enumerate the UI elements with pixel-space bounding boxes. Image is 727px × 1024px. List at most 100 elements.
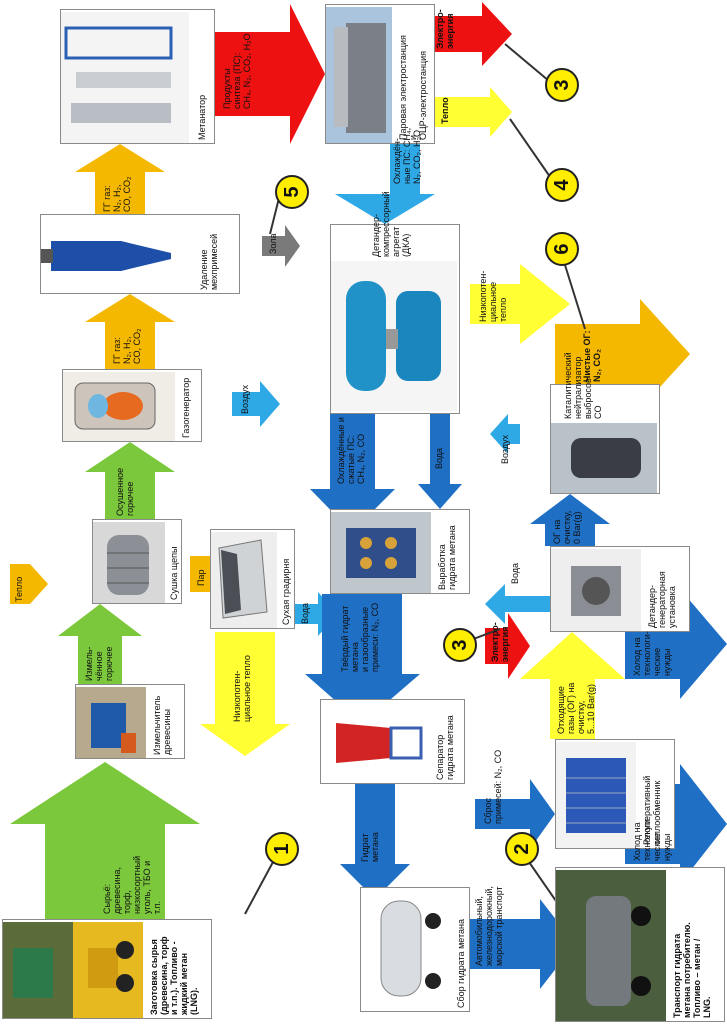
- arrow-compressed-ps: [310, 414, 395, 532]
- arrow-cooled-ps: [335, 129, 435, 224]
- separator-caption: Сепаратор гидрата метана: [435, 715, 455, 780]
- catalyst-caption: Каталитический нейтрализатор выбросов CO: [563, 352, 603, 419]
- power-plant-photo: [326, 7, 392, 143]
- cyclone-caption: Удаление мехпримесей: [199, 233, 219, 290]
- drycooler-photo: [211, 532, 277, 628]
- label-electricity-1: Электро- энергия: [435, 9, 455, 49]
- transport-caption: Транспорт гидрата метана потребителю. То…: [672, 922, 712, 1018]
- card-harvest: Заготовка сырья (древесина, торф и т.п.)…: [2, 919, 212, 1019]
- label-air-2: Воздух: [500, 434, 510, 464]
- label-compressed-ps: Охлаждённые и сжатые ПС: CH₄, N₂, CO: [336, 417, 366, 484]
- label-synthesis-products: Продукты синтеза (ПС): CH₄, N₂, CO₂, H₂O: [222, 33, 252, 109]
- card-expander: Детандер- генераторная установка: [550, 546, 690, 632]
- dka-caption: Детандер-компрессорный агрегат (ДКА): [371, 191, 411, 257]
- hydrate-maker-photo: [331, 512, 431, 593]
- marker-1: 1: [265, 832, 299, 866]
- label-cold-2: Холод на технологи- ческие нужды: [632, 816, 672, 861]
- label-transport-modes: Автомобильный, железнодорожный, морской …: [474, 886, 504, 966]
- label-heat-1: Тепло: [440, 97, 450, 124]
- card-hydrate-maker: Выработка гидрата метана: [330, 509, 470, 594]
- marker-6: 6: [545, 232, 579, 266]
- drycooler-caption: Сухая градирня: [281, 558, 291, 625]
- label-heat-2: Тепло: [14, 576, 24, 602]
- label-lowpot-heat-1: Низкопотен- циальное тепло: [232, 655, 252, 722]
- recuperator-photo: [556, 742, 636, 848]
- dryer-caption: Сушка щепы: [169, 546, 179, 600]
- arrow-solid-hydrate: [305, 594, 420, 724]
- card-gasifier: Газогенератор: [62, 369, 202, 442]
- harvest-caption: Заготовка сырья (древесина, торф и т.п.)…: [149, 936, 199, 1015]
- card-transport: Транспорт гидрата метана потребителю. То…: [555, 867, 725, 1022]
- label-electricity-2: Электро- энергия: [490, 622, 510, 662]
- label-crushed-fuel: Измель- чённое горючее: [84, 646, 114, 681]
- arrow-lowpot-heat-1: [200, 632, 290, 756]
- label-raw-material: Сырьё: древесина, торф, низкосортный уго…: [102, 855, 162, 914]
- label-cooled-ps: Охлаждён- ные ПС: CH₄, N₂, CO₂, H₂O: [392, 127, 422, 184]
- card-collection: Сбор гидрата метана: [360, 887, 470, 1012]
- arrow-dried-fuel: [85, 442, 175, 519]
- label-methane-hydrate: Гидрат метана: [360, 832, 380, 862]
- card-chipper: Измельчитель древесины: [75, 684, 185, 759]
- gasifier-photo: [63, 372, 175, 441]
- arrow-crushed-fuel: [58, 604, 142, 684]
- arrow-methane-hydrate: [340, 784, 410, 899]
- card-separator: Сепаратор гидрата метана: [320, 699, 465, 784]
- label-gg-gas-2: ГГ газ: N₂, H₂, CO, CO₂: [102, 176, 132, 213]
- card-drycooler: Сухая градирня: [210, 529, 295, 629]
- transport-photo: [556, 870, 666, 1021]
- arrow-gg-gas-2: [75, 144, 165, 216]
- marker-2: 2: [505, 832, 539, 866]
- arrow-gg-gas-1: [85, 294, 175, 369]
- cyclone-photo: [41, 217, 191, 293]
- arrow-lowpot-heat-2: [470, 264, 570, 344]
- label-solid-hydrate: Твёрдый гидрат метана и газообразные при…: [340, 602, 380, 672]
- label-cold-1: Холод на технологи- ческие нужды: [632, 631, 672, 676]
- arrow-exhaust-gases: [520, 632, 625, 739]
- arrow-heat-1: [425, 87, 512, 137]
- label-ash: Зола: [268, 233, 278, 254]
- expander-caption: Детандер- генераторная установка: [647, 571, 677, 628]
- label-lowpot-heat-2: Низкопотен- циальное тепло: [478, 270, 508, 322]
- chipper-photo: [76, 687, 146, 758]
- marker-5: 5: [275, 175, 309, 209]
- arrow-air-1: [232, 381, 280, 427]
- label-dried-fuel: Осушенное горючее: [115, 467, 135, 516]
- methanator-photo: [61, 12, 189, 143]
- label-gg-gas-1: ГГ газ: N₂, H₂, CO, CO₂: [112, 328, 142, 365]
- label-water-2: Вода: [434, 447, 444, 469]
- card-power-plant: Паровая электростанция и ОЦР-электростан…: [325, 4, 435, 144]
- card-dka: Детандер-компрессорный агрегат (ДКА): [330, 191, 460, 414]
- dka-photo: [331, 261, 457, 411]
- label-og-cleaning: ОГ на очистку, 0 Bar(g): [552, 510, 582, 544]
- card-cyclone: Удаление мехпримесей: [40, 214, 240, 294]
- label-air-1: Воздух: [240, 384, 250, 414]
- label-water-3: Вода: [510, 562, 520, 584]
- methanator-caption: Метанатор: [197, 94, 207, 140]
- pointer-line-4: [509, 118, 556, 185]
- arrow-synthesis-products: [210, 4, 325, 144]
- arrow-heat-2: [10, 564, 48, 604]
- arrow-air-2: [490, 414, 520, 454]
- arrow-og-cleaning: [530, 494, 610, 546]
- label-exhaust-gases: Отходящие газы (ОГ) на очистку, 5...10 B…: [556, 682, 596, 734]
- catalyst-photo: [551, 423, 657, 493]
- arrow-ash: [262, 225, 300, 267]
- marker-4: 4: [545, 168, 579, 202]
- card-dryer: Сушка щепы: [92, 519, 182, 604]
- chipper-caption: Измельчитель древесины: [152, 695, 172, 755]
- separator-photo: [321, 702, 431, 783]
- arrow-water-3: [485, 584, 555, 624]
- gasifier-caption: Газогенератор: [181, 377, 191, 438]
- label-impurity-discharge: Сброс примесей: N₂, CO: [483, 749, 503, 824]
- card-recuperator: Рекуперативный теплообменник: [555, 739, 675, 849]
- expander-photo: [551, 549, 641, 631]
- dryer-photo: [93, 522, 165, 603]
- label-water-1: Вода: [300, 602, 310, 624]
- card-methanator: Метанатор: [60, 9, 215, 144]
- card-catalyst: Каталитический нейтрализатор выбросов CO: [550, 352, 660, 494]
- marker-3-power: 3: [545, 68, 579, 102]
- arrow-water-2: [418, 414, 462, 509]
